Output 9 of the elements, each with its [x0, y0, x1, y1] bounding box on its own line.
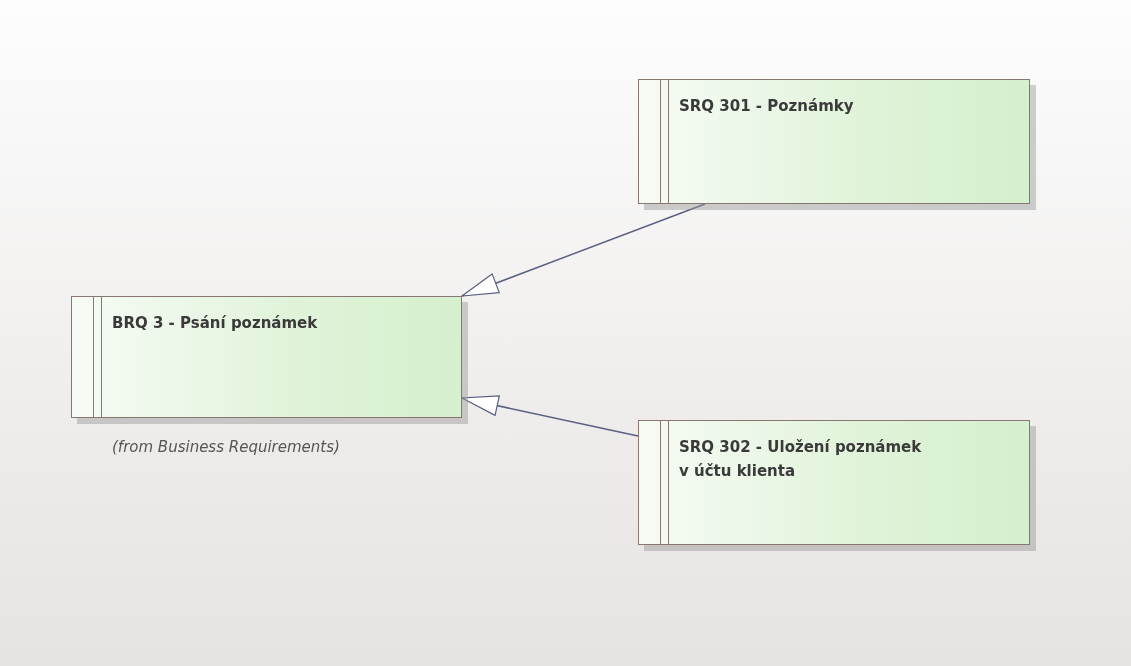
requirement-box [638, 420, 1030, 545]
generalization-arrow [461, 395, 639, 437]
package-note: (from Business Requirements) [112, 438, 340, 456]
requirement-box [71, 296, 462, 418]
requirement-title: SRQ 302 - Uložení poznámek v účtu klienta [679, 437, 923, 482]
requirement-title: BRQ 3 - Psání poznámek [112, 313, 319, 334]
generalization-arrow [461, 203, 706, 297]
requirement-box [638, 79, 1030, 204]
requirement-title: SRQ 301 - Poznámky [679, 96, 855, 117]
